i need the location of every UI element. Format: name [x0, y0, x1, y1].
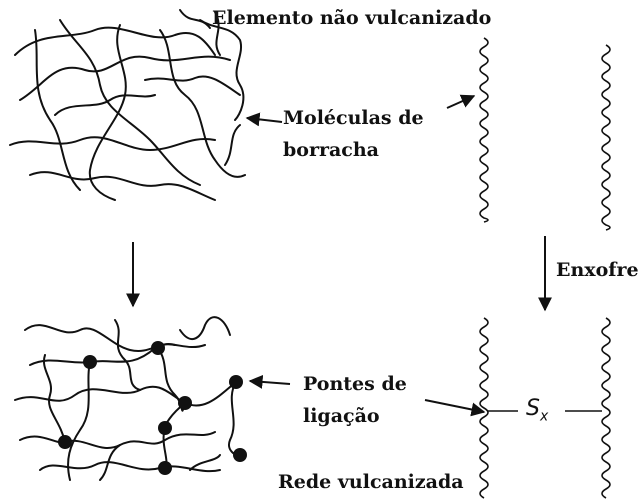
molecules-pointer-arrow — [245, 112, 283, 127]
sx-symbol: S — [526, 396, 540, 421]
wavy-chain-bottom-right — [601, 317, 611, 499]
sx-subscript: x — [539, 408, 549, 425]
crosslinks-label-line2: ligação — [303, 405, 380, 427]
crosslink-dot — [178, 396, 192, 410]
crosslink-dot — [158, 421, 172, 435]
crosslinks-label-line1: Pontes de — [303, 373, 407, 395]
wavy-chain-bottom-left — [479, 317, 489, 499]
bridge-pointer-arrow — [424, 399, 486, 417]
crosslink-dot — [83, 355, 97, 369]
title-label: Elemento não vulcanizado — [212, 7, 492, 29]
molecules-label-line2: borracha — [283, 139, 379, 161]
vulcanized-network — [14, 316, 241, 481]
crosslink-dot — [233, 448, 247, 462]
chain-pointer-arrow — [446, 94, 476, 109]
crosslink-dot — [158, 461, 172, 475]
molecules-label-line1: Moléculas de — [283, 107, 424, 129]
sulfur-label: Enxofre — [556, 259, 639, 281]
sx-label: Sx — [526, 396, 548, 424]
wavy-chain-top-right — [601, 44, 611, 231]
crosslink-dots — [58, 341, 247, 475]
crosslink-dot — [58, 435, 72, 449]
crosslink-dot — [151, 341, 165, 355]
crosslink-pointer-arrow — [248, 374, 291, 389]
network-label: Rede vulcanizada — [278, 471, 464, 493]
rubber-molecules-tangle — [9, 9, 246, 201]
wavy-chain-top-left — [479, 37, 489, 223]
crosslink-dot — [229, 375, 243, 389]
